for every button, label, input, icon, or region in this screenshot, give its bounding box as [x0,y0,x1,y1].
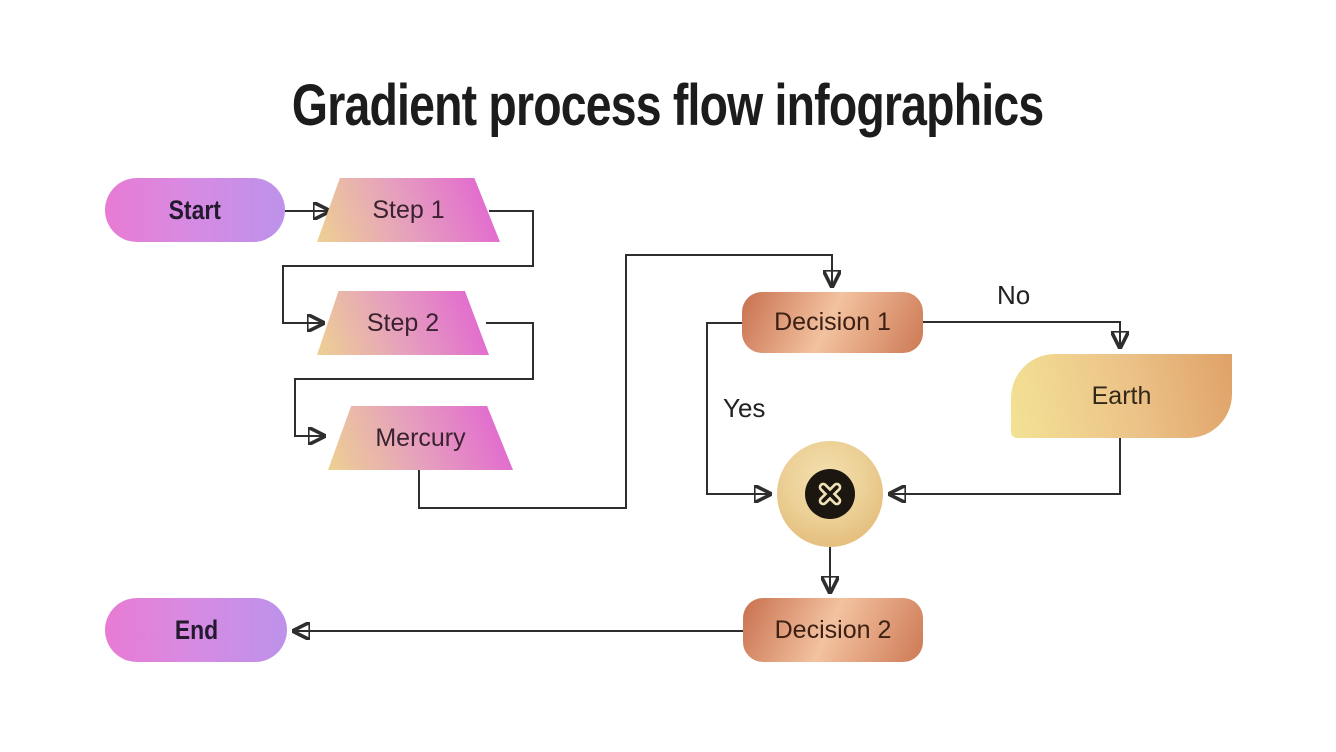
node-start-label: Start [168,194,222,225]
connector-decision1-earth-no [923,321,1120,347]
page-title: Gradient process flow infographics [0,72,1336,139]
node-mercury: Mercury [328,406,513,470]
node-step2-label: Step 2 [366,308,440,337]
node-end-label: End [174,614,218,645]
x-cross-icon [818,482,842,506]
connector-earth-merge [890,438,1121,494]
node-end: End [105,598,287,662]
merge-badge [805,469,855,519]
edge-label-yes: Yes [723,393,766,423]
node-step1-label: Step 1 [372,195,445,224]
edge-label-no: No [997,280,1031,310]
node-earth-label: Earth [1091,381,1152,410]
node-start: Start [105,178,285,242]
node-decision1: Decision 1 [742,292,923,353]
node-earth: Earth [1011,354,1232,438]
node-decision2-label: Decision 2 [774,615,892,644]
node-step2: Step 2 [317,291,489,355]
node-mercury-label: Mercury [375,423,466,452]
node-decision2: Decision 2 [743,598,923,662]
node-decision1-label: Decision 1 [774,308,891,336]
node-merge [777,441,883,547]
node-step1: Step 1 [317,178,500,242]
page-title-text: Gradient process flow infographics [292,73,1044,138]
